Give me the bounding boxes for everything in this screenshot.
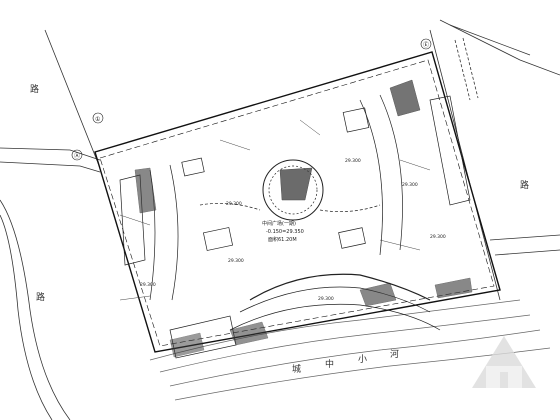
river-label-char: 河 [390, 348, 399, 360]
elevation-tag: 29.300 [345, 158, 361, 164]
building-logo-icon [472, 336, 536, 388]
elevation-tag: 29.300 [228, 258, 244, 264]
center-callout-line2: -0.150=29.350 [266, 229, 304, 235]
river-label-char: 城 [292, 364, 301, 375]
river-bank [149, 299, 551, 401]
elevation-tag: 29.300 [402, 182, 418, 188]
road-label-west-bottom: 路 [36, 291, 45, 303]
axis-marker-label: Ⓔ [423, 41, 429, 49]
center-callout-line1: 中间广场(一期) [262, 220, 296, 227]
axis-markers [71, 38, 432, 161]
river-label-char: 小 [358, 354, 367, 365]
axis-marker-label: ① [95, 116, 100, 123]
road-label-west-top: 路 [30, 83, 39, 95]
elevation-tag: 29.300 [226, 201, 242, 207]
hatched-areas [134, 79, 473, 358]
elevation-tag: 29.300 [430, 234, 446, 240]
center-callout-line3: 面积61.20M [268, 236, 297, 243]
axis-marker-label: Ⓐ [74, 152, 80, 160]
river-label-char: 中 [325, 358, 334, 370]
elevation-tag: 29.300 [140, 282, 156, 288]
site-boundary [94, 51, 501, 353]
road-label-east: 路 [520, 179, 529, 191]
elevation-tag: 29.300 [318, 296, 334, 302]
annotation-leaders [119, 119, 431, 301]
